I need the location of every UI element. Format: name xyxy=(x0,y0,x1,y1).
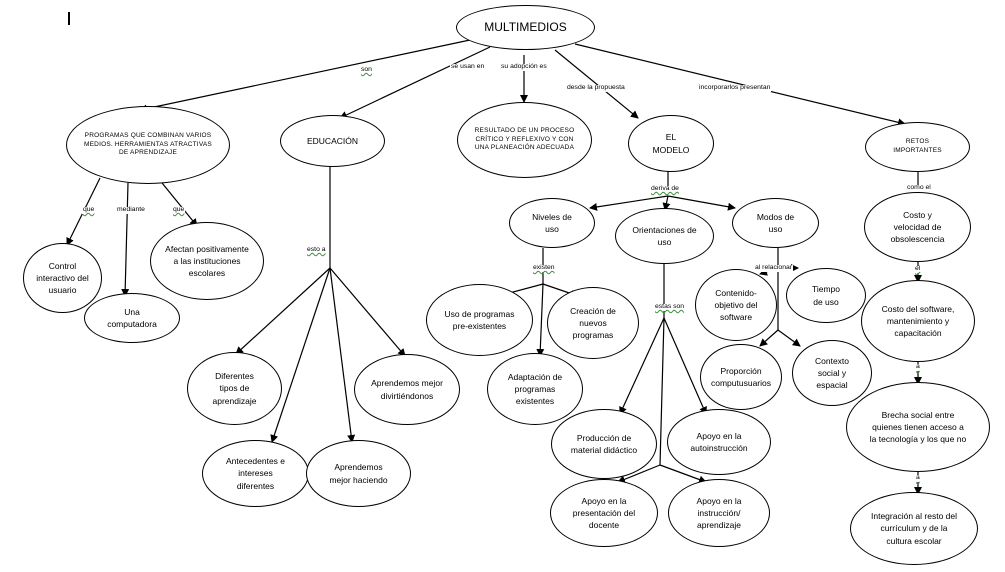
edge-multimedios-retos xyxy=(574,43,906,127)
edge-orientaciones-instruccion xyxy=(659,464,707,484)
node-diferentes: Diferentes tipos de aprendizaje xyxy=(187,352,282,425)
node-proporcion: Proporción computusuarios xyxy=(700,344,782,410)
node-uso-programas: Uso de programas pre-existentes xyxy=(426,284,533,356)
label-se-usan-en: se usan en xyxy=(450,63,486,71)
node-niveles: Niveles de uso xyxy=(509,198,595,248)
edge-educacion-antecedentes xyxy=(270,267,331,443)
node-afectan: Afectan positivamente a las institucione… xyxy=(150,222,264,300)
label-a-1: a xyxy=(915,363,921,371)
node-programas: PROGRAMAS QUE COMBINAN VARIOS MEDIOS. HE… xyxy=(66,106,230,184)
node-contexto: Contexto social y espacial xyxy=(792,340,872,406)
edge-modelo-niveles xyxy=(589,195,669,211)
node-divirtiendonos: Aprendemos mejor divirtiéndonos xyxy=(354,354,460,425)
node-modos: Modos de uso xyxy=(732,198,819,248)
edge-modos-proporcion xyxy=(759,329,779,347)
label-su-adopcion: su adopción es xyxy=(500,63,548,71)
edge-educacion-diferentes xyxy=(235,267,331,355)
edge-educacion-divirtiendonos xyxy=(329,267,406,357)
node-integracion: Integración al resto del currículum y de… xyxy=(850,492,978,565)
edge-modelo-orientaciones xyxy=(662,195,671,211)
edge-programas-afectan xyxy=(157,177,198,227)
node-produccion: Producción de material didáctico xyxy=(551,409,657,479)
edge-modelo-modos xyxy=(667,195,736,211)
label-al-relacionar: al relacionar xyxy=(754,264,794,272)
label-mediante: mediante xyxy=(116,206,146,214)
label-existen: existen xyxy=(532,264,556,272)
label-esto: esto a xyxy=(306,246,327,254)
text-cursor-marker xyxy=(68,12,70,25)
node-adaptacion: Adaptación de programas existentes xyxy=(487,353,583,425)
label-deriva-de: deriva de xyxy=(650,185,680,193)
node-costo-velocidad: Costo y velocidad de obsolescencia xyxy=(864,192,971,262)
label-desde-propuesta: desde la propuesta xyxy=(566,84,626,92)
label-incorporarlos: incorporarlos presentan xyxy=(698,84,772,92)
node-mejor-haciendo: Aprendemos mejor haciendo xyxy=(306,440,411,507)
label-el: el xyxy=(914,265,922,273)
edge-orientaciones-mid xyxy=(659,317,665,466)
edge-orientaciones-autoinstruccion xyxy=(663,317,707,415)
label-que: que xyxy=(82,206,96,214)
node-autoinstruccion: Apoyo en la autoinstrucción xyxy=(667,409,771,475)
label-como-el: como el xyxy=(906,184,932,192)
edge-educacion-mejor-haciendo xyxy=(329,267,356,443)
node-costo-software: Costo del software, mantenimiento y capa… xyxy=(861,280,975,362)
edge-orientaciones-produccion xyxy=(619,317,665,415)
node-resultado: RESULTADO DE UN PROCESO CRÍTICO Y REFLEX… xyxy=(457,102,592,178)
node-computadora: Una computadora xyxy=(84,293,180,343)
label-a-2: a xyxy=(915,474,921,482)
node-control: Control interactivo del usuario xyxy=(23,243,102,313)
label-que-2: que xyxy=(172,206,186,214)
node-presentacion: Apoyo en la presentación del docente xyxy=(550,479,658,547)
edge-programas-computadora xyxy=(121,182,130,297)
edge-modos-contexto xyxy=(777,329,801,347)
node-antecedentes: Antecedentes e intereses diferentes xyxy=(202,440,309,507)
node-modelo: EL MODELO xyxy=(628,115,714,172)
node-instruccion: Apoyo en la instrucción/ aprendizaje xyxy=(668,479,770,547)
node-creacion: Creación de nuevos programas xyxy=(547,287,639,359)
edge-multimedios-programas xyxy=(139,39,471,113)
edge-multimedios-educacion xyxy=(339,46,491,119)
node-retos: RETOS IMPORTANTES xyxy=(865,122,970,172)
label-son: son xyxy=(360,66,373,74)
edge-multimedios-modelo xyxy=(554,49,639,119)
node-multimedios: MULTIMEDIOS xyxy=(456,5,595,50)
edge-orientaciones-presentacion xyxy=(617,464,661,484)
node-brecha: Brecha social entre quienes tienen acces… xyxy=(846,382,990,472)
edge-niveles-adaptacion xyxy=(536,283,545,357)
node-contenido: Contenido-objetivo del software xyxy=(695,269,777,341)
node-tiempo: Tiempo de uso xyxy=(786,268,866,323)
label-estas-son: estas son xyxy=(654,303,686,311)
node-orientaciones: Orientaciones de uso xyxy=(615,208,714,264)
node-educacion: EDUCACIÓN xyxy=(280,115,385,167)
